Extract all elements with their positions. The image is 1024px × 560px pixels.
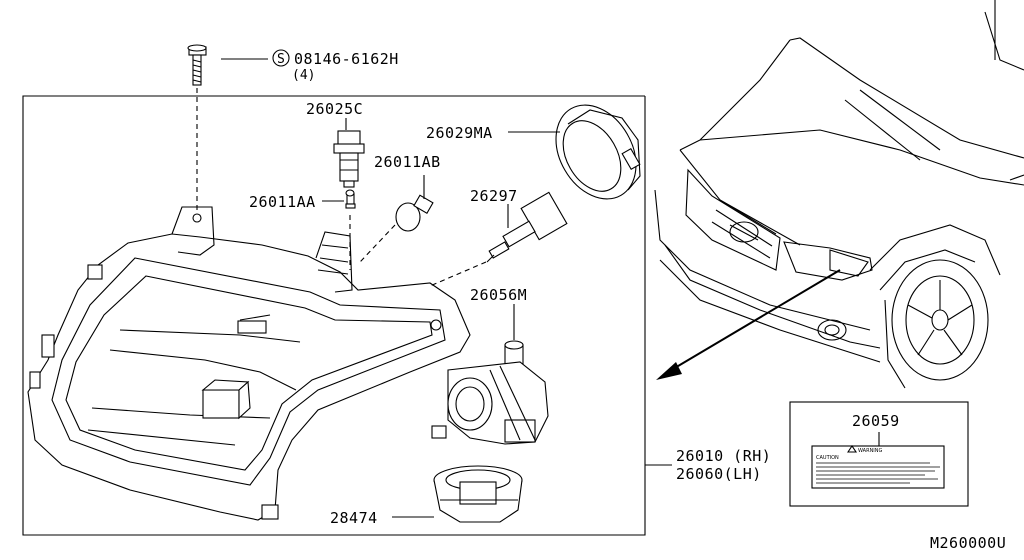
service-marker-icon [272, 49, 290, 67]
vehicle-front-illustration [654, 0, 1024, 389]
assembly-frame [22, 95, 646, 536]
bulb-26011aa[interactable] [345, 189, 356, 209]
diagram-code: M260000U [930, 534, 1006, 552]
caution-label-part[interactable]: 26059 [852, 412, 900, 430]
caution-label-frame [789, 401, 969, 507]
warning-text: WARNING [858, 448, 883, 454]
headlamp-housing[interactable] [27, 206, 471, 521]
caution-text: CAUTION [816, 455, 839, 461]
screw-qty-label: (4) [292, 68, 315, 83]
bulb-26011ab-assembly-line [359, 224, 396, 263]
leveling-motor-26056m[interactable] [431, 340, 549, 445]
bulb-26011aa-label[interactable]: 26011AA [249, 193, 316, 211]
location-arrow-head [656, 362, 682, 380]
socket-26025c-label[interactable]: 26025C [306, 100, 363, 118]
headlamp-bulb-assembly-line [429, 261, 487, 287]
leveling-motor-label[interactable]: 26056M [470, 286, 527, 304]
socket-26025c[interactable] [333, 130, 365, 188]
bulb-cap-label[interactable]: 26029MA [426, 124, 493, 142]
bulb-26011ab[interactable] [395, 194, 434, 232]
warning-triangle-icon [846, 445, 858, 453]
bulb-26011ab-label[interactable]: 26011AB [374, 153, 441, 171]
headlamp-bulb-label[interactable]: 26297 [470, 187, 518, 205]
lamp-rh-label[interactable]: 26010 (RH) [676, 447, 771, 465]
bulb-cap-26029ma[interactable] [540, 91, 652, 214]
headlamp-bulb-26297[interactable] [486, 191, 568, 263]
caution-label-sticker[interactable]: WARNING CAUTION [811, 445, 945, 489]
screw[interactable] [187, 44, 207, 86]
lamp-lh-label[interactable]: 26060(LH) [676, 465, 762, 483]
screw-marker-letter: S [277, 52, 285, 67]
socket-28474-label[interactable]: 28474 [330, 509, 378, 527]
screw-part-label[interactable]: 08146-6162H [294, 50, 399, 68]
socket-28474[interactable] [433, 465, 523, 523]
location-arrow [667, 269, 841, 373]
